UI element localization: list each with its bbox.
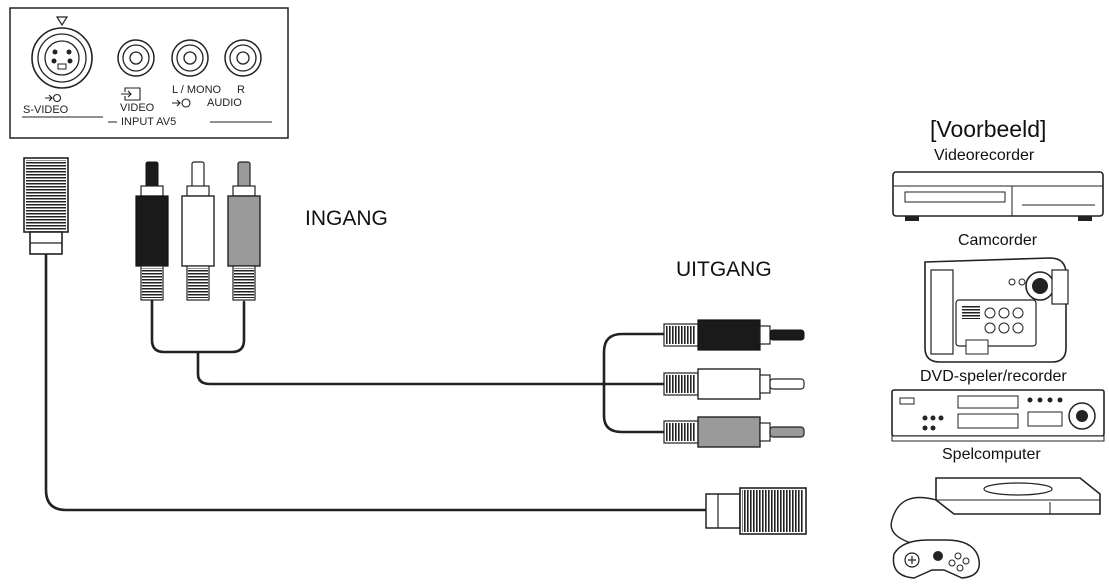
video-plug-black bbox=[135, 161, 169, 301]
audio-input-symbol-icon bbox=[172, 98, 191, 108]
audio-plug-gray bbox=[227, 161, 261, 301]
vcr-icon bbox=[892, 171, 1104, 221]
svideo-cable bbox=[44, 253, 708, 512]
device-label-vcr: Videorecorder bbox=[934, 147, 1035, 164]
svideo-label: S-VIDEO bbox=[23, 104, 69, 116]
output-plug-white bbox=[663, 368, 805, 400]
dvd-player-icon bbox=[891, 389, 1105, 442]
input-panel bbox=[9, 7, 289, 139]
svideo-socket bbox=[31, 27, 93, 89]
audio-right-socket bbox=[224, 39, 262, 77]
triangle-mark-icon bbox=[55, 16, 69, 27]
input-av5-label: INPUT AV5 bbox=[121, 116, 177, 128]
device-label-dvd: DVD-speler/recorder bbox=[920, 368, 1067, 385]
device-label-camcorder: Camcorder bbox=[958, 232, 1038, 249]
ingang-label: INGANG bbox=[305, 207, 388, 230]
output-svideo-plug bbox=[705, 487, 807, 535]
audio-plug-white bbox=[181, 161, 215, 301]
video-cable bbox=[150, 298, 666, 434]
audio-left-socket bbox=[171, 39, 209, 77]
camcorder-icon bbox=[924, 257, 1069, 363]
game-console-icon bbox=[890, 477, 1101, 579]
r-label: R bbox=[237, 84, 245, 96]
video-input-symbol-icon bbox=[121, 87, 141, 101]
video-socket bbox=[117, 39, 155, 77]
audio-label: AUDIO bbox=[207, 97, 242, 109]
output-plug-gray bbox=[663, 416, 805, 448]
cables bbox=[44, 253, 708, 512]
device-label-console: Spelcomputer bbox=[942, 446, 1041, 463]
output-plug-black bbox=[663, 319, 805, 351]
lmono-label: L / MONO bbox=[172, 84, 222, 96]
svideo-plug bbox=[23, 157, 69, 255]
uitgang-label: UITGANG bbox=[676, 258, 772, 281]
examples-heading: [Voorbeeld] bbox=[930, 116, 1047, 142]
svideo-input-symbol-icon bbox=[45, 93, 62, 103]
video-label: VIDEO bbox=[120, 102, 155, 114]
